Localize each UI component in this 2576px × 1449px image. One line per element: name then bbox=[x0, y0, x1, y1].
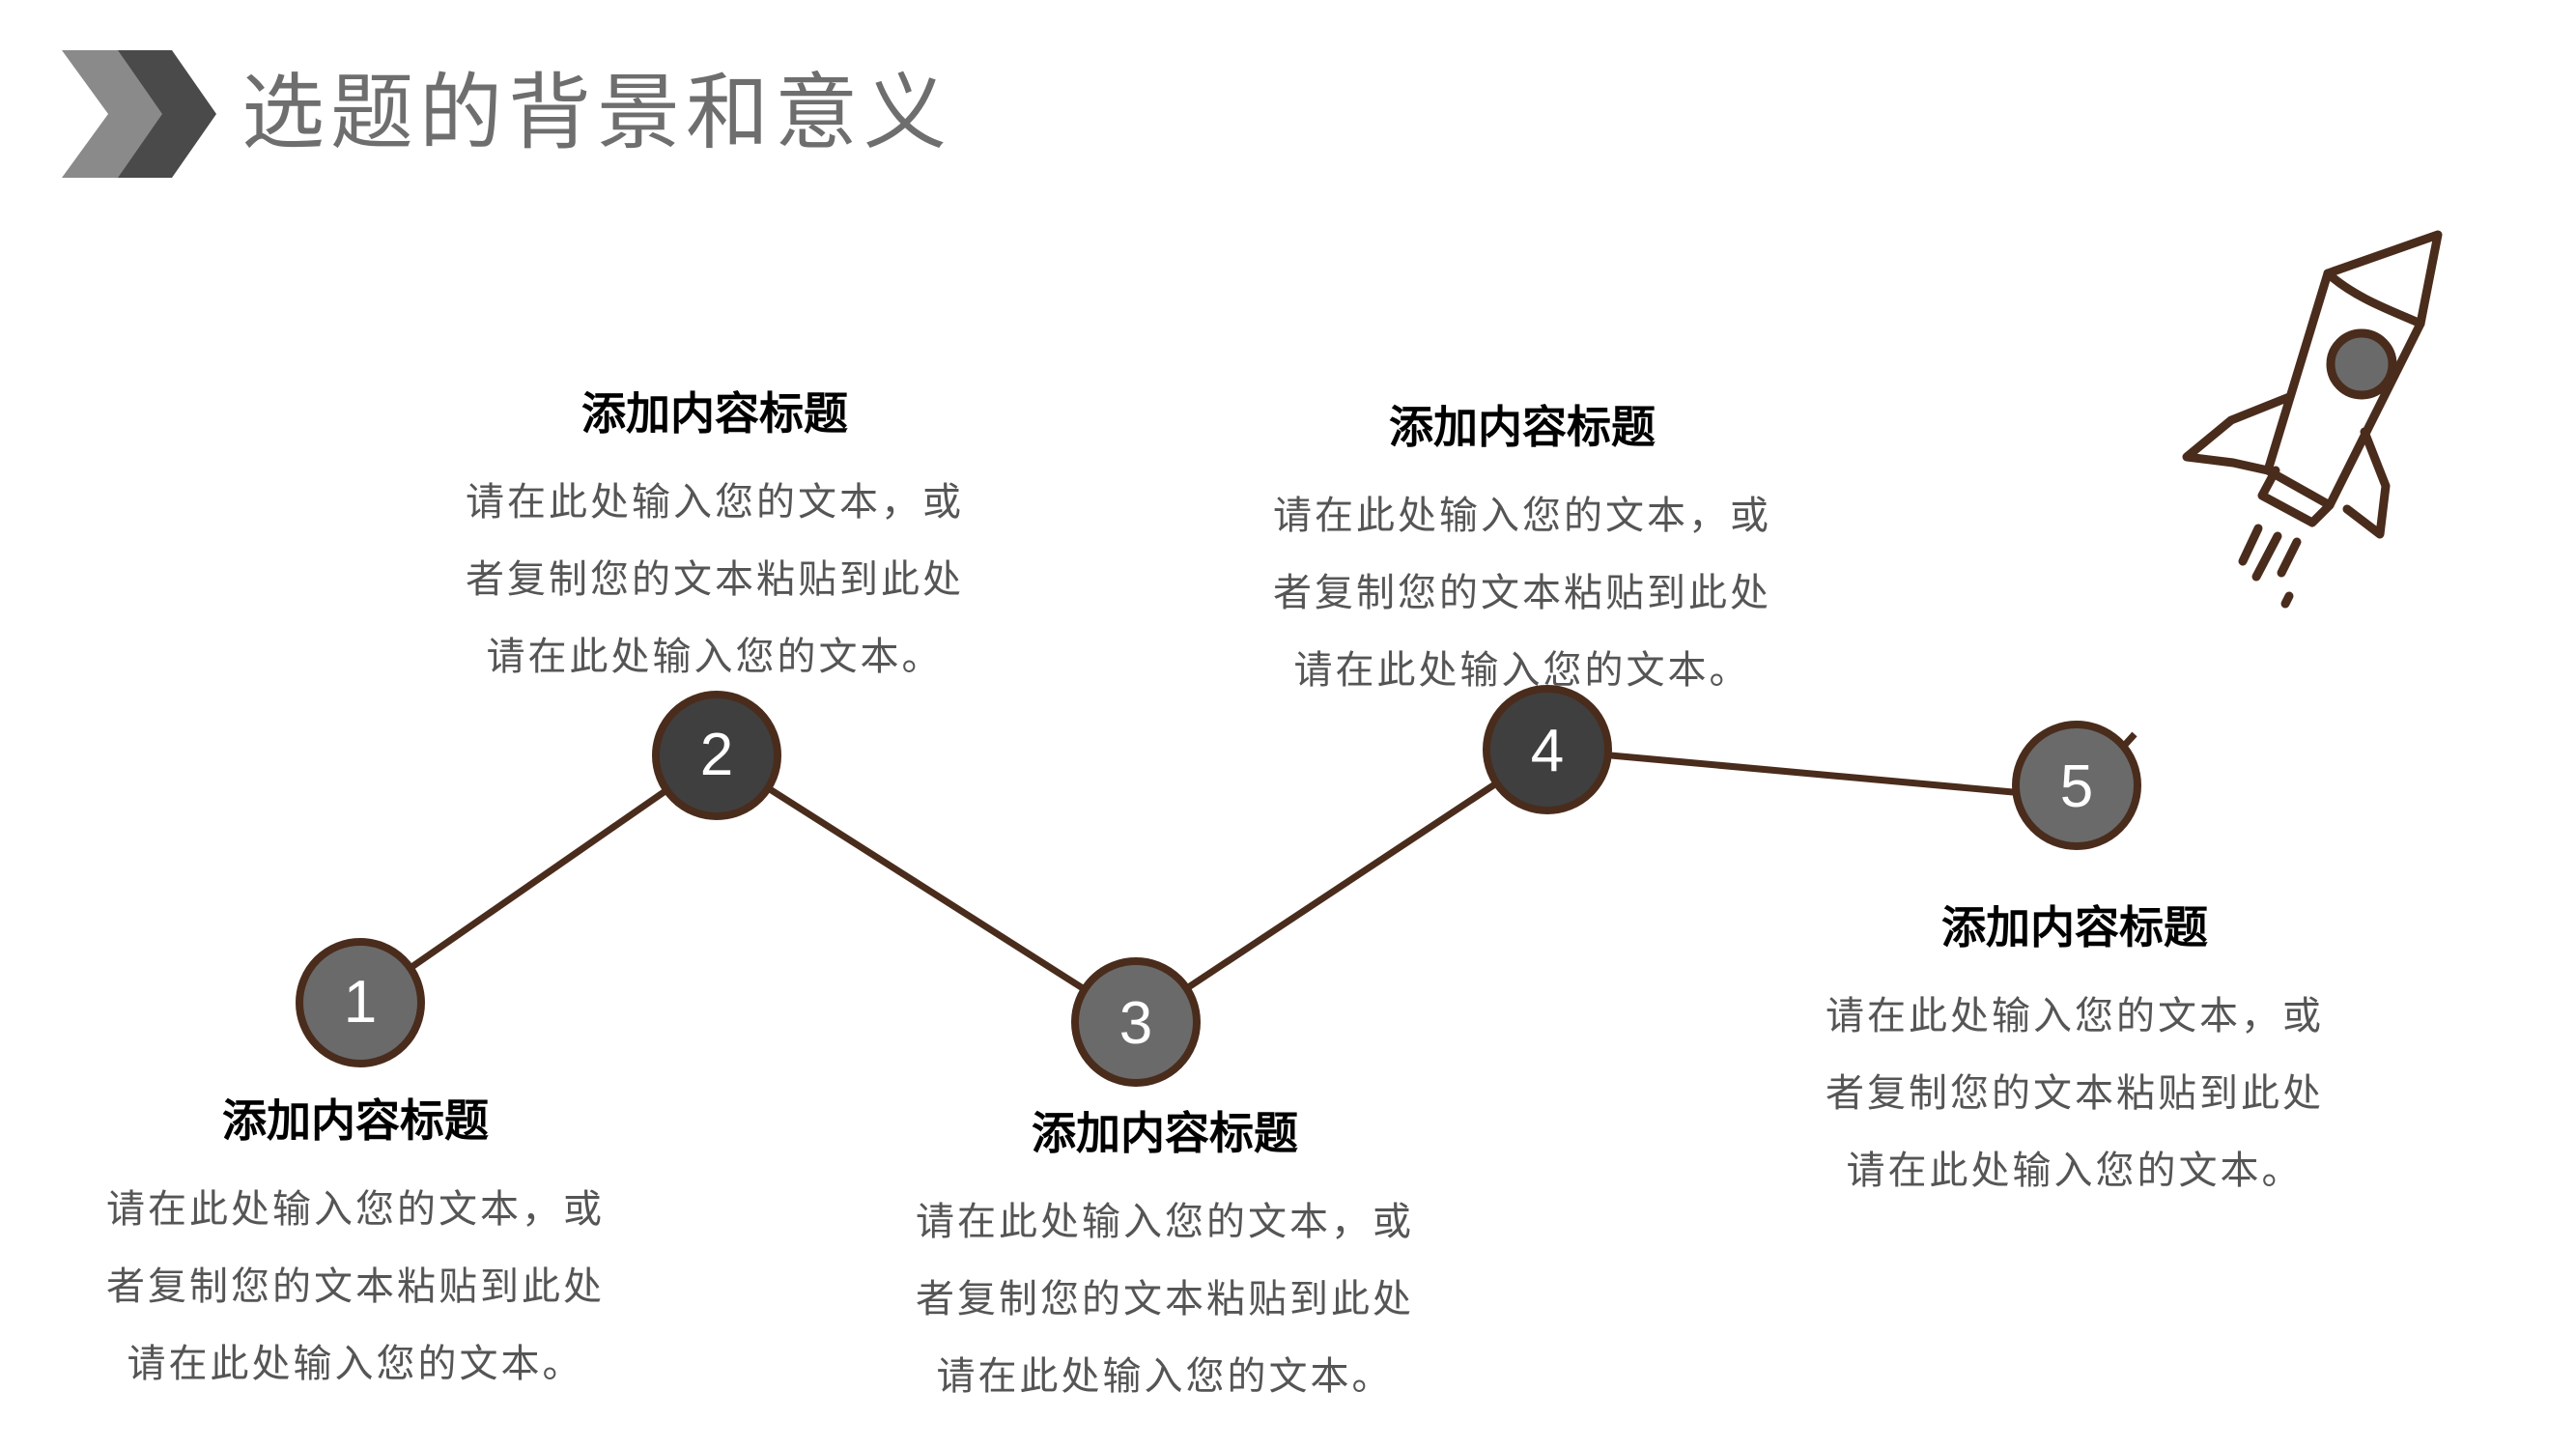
step-node-1 bbox=[296, 938, 425, 1067]
step-description-line: 请在此处输入您的文本，或 bbox=[466, 480, 964, 525]
step-node-4 bbox=[1483, 685, 1612, 814]
step-number-5: 5 bbox=[2059, 753, 2094, 820]
step-description-line: 请在此处输入您的文本。 bbox=[127, 1342, 584, 1386]
step-description-line: 请在此处输入您的文本。 bbox=[1293, 648, 1751, 693]
step-description-line: 者复制您的文本粘贴到此处 bbox=[916, 1277, 1414, 1321]
step-description-line: 者复制您的文本粘贴到此处 bbox=[466, 557, 964, 602]
step-number-1: 1 bbox=[343, 969, 378, 1036]
step-title: 添加内容标题 bbox=[1941, 901, 2208, 953]
step-description-line: 请在此处输入您的文本。 bbox=[936, 1354, 1394, 1399]
step-node-2 bbox=[652, 691, 781, 820]
step-title: 添加内容标题 bbox=[581, 387, 848, 440]
step-description-line: 请在此处输入您的文本，或 bbox=[106, 1187, 605, 1232]
step-4-content: 添加内容标题 请在此处输入您的文本，或 者复制您的文本粘贴到此处 请在此处输入您… bbox=[1252, 398, 1793, 709]
step-1-content: 添加内容标题 请在此处输入您的文本，或 者复制您的文本粘贴到此处 请在此处输入您… bbox=[85, 1092, 626, 1403]
step-node-5 bbox=[2012, 721, 2141, 850]
step-number-4: 4 bbox=[1530, 718, 1565, 784]
step-number-3: 3 bbox=[1118, 990, 1153, 1057]
double-chevron-right-icon bbox=[62, 50, 216, 178]
step-description-line: 请在此处输入您的文本。 bbox=[486, 635, 944, 679]
step-description-line: 请在此处输入您的文本，或 bbox=[1826, 994, 2324, 1038]
step-title: 添加内容标题 bbox=[1389, 401, 1656, 453]
step-description-line: 请在此处输入您的文本，或 bbox=[1273, 494, 1771, 538]
step-number-2: 2 bbox=[699, 722, 734, 788]
step-description-line: 者复制您的文本粘贴到此处 bbox=[1273, 571, 1771, 615]
step-title: 添加内容标题 bbox=[222, 1094, 489, 1147]
step-description-line: 者复制您的文本粘贴到此处 bbox=[106, 1264, 605, 1309]
rocket-icon bbox=[2182, 230, 2443, 609]
step-node-3 bbox=[1071, 957, 1201, 1087]
step-5-content: 添加内容标题 请在此处输入您的文本，或 者复制您的文本粘贴到此处 请在此处输入您… bbox=[1804, 898, 2345, 1209]
step-3-content: 添加内容标题 请在此处输入您的文本，或 者复制您的文本粘贴到此处 请在此处输入您… bbox=[894, 1104, 1435, 1415]
step-title: 添加内容标题 bbox=[1032, 1107, 1298, 1159]
step-2-content: 添加内容标题 请在此处输入您的文本，或 者复制您的文本粘贴到此处 请在此处输入您… bbox=[444, 384, 985, 696]
step-description-line: 请在此处输入您的文本。 bbox=[1846, 1149, 2304, 1193]
step-description-line: 者复制您的文本粘贴到此处 bbox=[1826, 1071, 2324, 1116]
page-title: 选题的背景和意义 bbox=[241, 65, 952, 161]
step-description-line: 请在此处输入您的文本，或 bbox=[916, 1200, 1414, 1244]
